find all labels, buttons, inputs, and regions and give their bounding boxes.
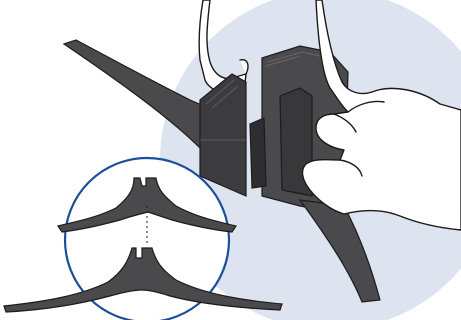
stand-tab [250,118,266,188]
